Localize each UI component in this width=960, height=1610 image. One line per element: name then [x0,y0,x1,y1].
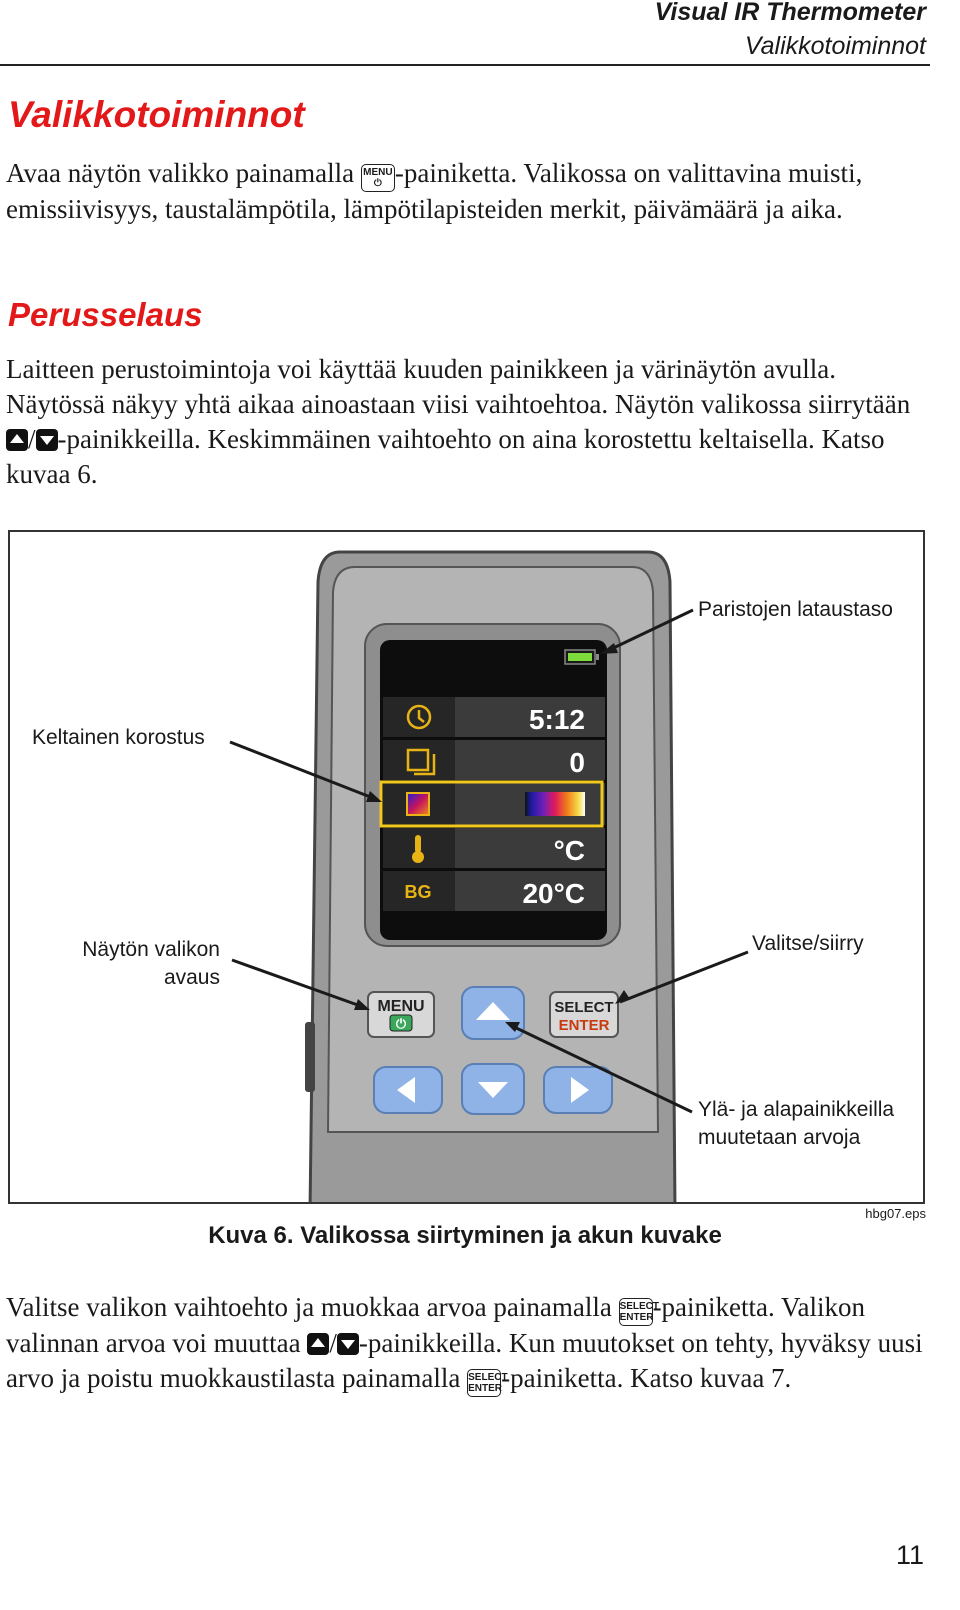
row-value-time: 5:12 [529,704,585,735]
figure-id: hbg07.eps [865,1206,926,1221]
subsection-heading: Perusselaus [8,296,203,333]
device-illustration: BG 5:12 0 °C 20°C MENU ⏻ SELECT ENTER [229,550,749,1202]
menu-key-icon: MENU⏻ [360,164,395,192]
page-number: 11 [895,1540,924,1570]
palette-bar [525,792,585,816]
row-value-background-temp: 20°C [522,878,585,909]
yellow-highlight-frame [379,780,604,828]
figure-device: BG 5:12 0 °C 20°C MENU ⏻ SELECT ENTER [8,530,925,1204]
svg-text:⏻: ⏻ [396,1016,407,1031]
arrowheads [354,643,630,1032]
select-enter-button[interactable]: SELECT ENTER [549,991,619,1038]
header-subtitle: Valikkotoiminnot [744,32,926,60]
callout-arrows [229,608,749,1114]
svg-text:SELECT: SELECT [554,999,613,1016]
palette-icon [406,792,430,816]
clock-icon [406,704,432,730]
memory-icon [406,748,436,776]
navigation-paragraph: Laitteen perustoimintoja voi käyttää kuu… [6,354,911,489]
row-value-memory: 0 [569,747,585,778]
intro-text-a: Avaa näytön valikko painamalla [6,158,361,188]
header-title: Visual IR Thermometer [654,0,926,26]
svg-text:ENTER: ENTER [559,1017,610,1034]
down-button[interactable] [461,1063,525,1115]
label-highlight: Keltainen korostus [32,726,205,749]
running-header: Visual IR Thermometer Valikkotoiminnot [655,0,926,66]
thermometer-icon [412,835,424,863]
left-button[interactable] [373,1066,443,1114]
svg-text:MENU: MENU [377,998,424,1015]
label-battery: Paristojen lataustaso [698,598,893,621]
nav-text-b: -painikkeilla. Keskimmäinen vaihtoehto o… [6,424,885,489]
nav-text-a: Laitteen perustoimintoja voi käyttää kuu… [6,354,911,419]
up-button[interactable] [461,986,525,1040]
up-arrow-key-icon [6,429,28,451]
down-arrow-key-icon [35,429,58,451]
closing-paragraph: Valitse valikon vaihtoehto ja muokkaa ar… [6,1290,926,1397]
figure-caption: Kuva 6. Valikossa siirtyminen ja akun ku… [208,1222,722,1249]
label-select: Valitse/siirry [752,932,864,955]
intro-text-b: -painiketta. Valikossa on valittavina mu… [6,158,863,224]
intro-paragraph: Avaa näytön valikko painamalla MENU⏻-pai… [6,156,926,227]
right-button[interactable] [543,1066,613,1114]
side-button [305,1022,315,1092]
bg-icon: BG [405,882,432,902]
down-arrow-key-icon [336,1333,359,1355]
up-arrow-key-icon [307,1333,330,1355]
header-rule [0,64,930,66]
menu-button[interactable]: MENU ⏻ [367,991,435,1038]
row-value-unit: °C [554,835,585,866]
section-heading: Valikkotoiminnot [8,94,305,135]
